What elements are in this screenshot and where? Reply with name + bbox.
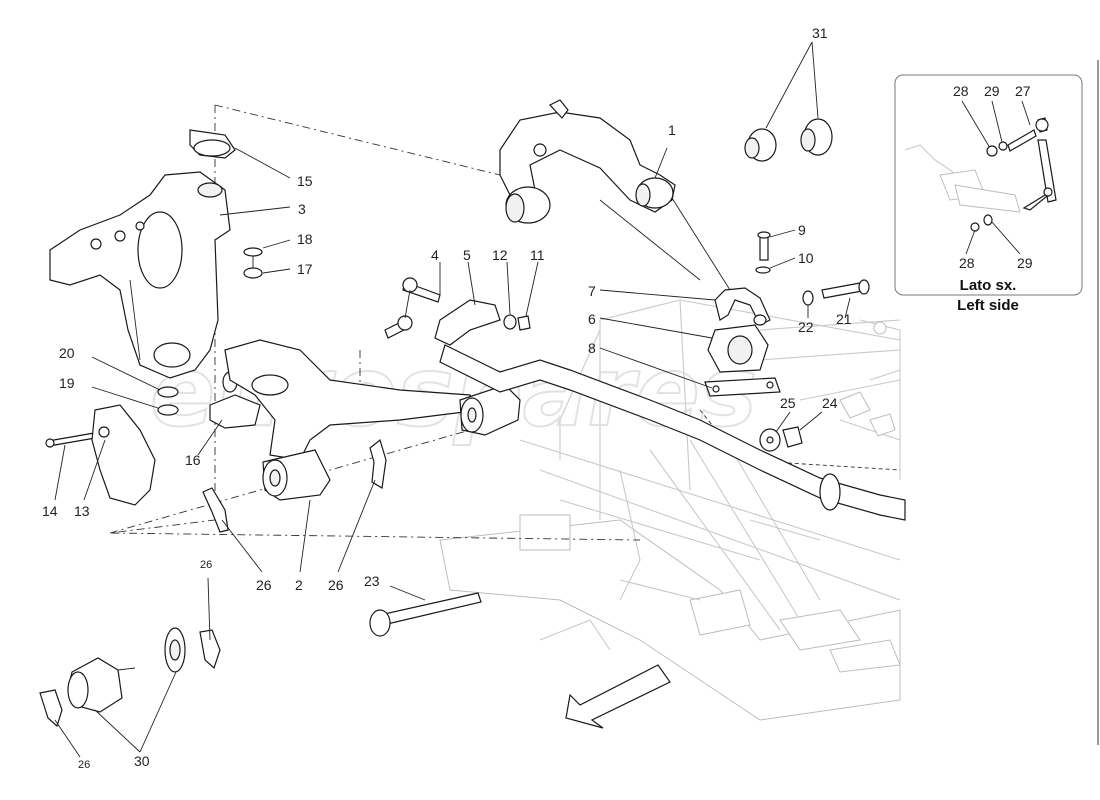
part-7-bracket xyxy=(714,287,771,326)
callout-25: 25 xyxy=(780,395,796,411)
stabilizer-bar xyxy=(439,344,906,521)
inset-title-italian: Lato sx. xyxy=(960,277,1017,294)
part-3-hub-carrier xyxy=(49,171,231,379)
callout-26-right: 26 xyxy=(328,577,344,593)
part-26-clips xyxy=(39,438,387,728)
inset-callout-28-bottom: 28 xyxy=(959,255,975,271)
part-22-washer xyxy=(802,290,814,306)
part-23-bolt xyxy=(369,592,482,637)
inset-left-side: 28 29 27 28 29 Lato sx. Left side xyxy=(894,74,1083,314)
callout-24: 24 xyxy=(822,395,838,411)
part-4-stabilizer-link xyxy=(384,277,441,339)
callout-4: 4 xyxy=(431,247,439,263)
part-24-nut xyxy=(782,426,803,448)
callout-14: 14 xyxy=(42,503,58,519)
parts-17-18-washers xyxy=(243,247,263,279)
callout-15: 15 xyxy=(297,173,313,189)
callout-19: 19 xyxy=(59,375,75,391)
callout-20: 20 xyxy=(59,345,75,361)
part-21-bolt xyxy=(821,279,870,299)
part-15-clamp xyxy=(189,129,236,159)
chassis-frame-background xyxy=(439,299,901,721)
callout-9: 9 xyxy=(798,222,806,238)
parts-11-12-nut-washer xyxy=(503,314,531,331)
leader-lines xyxy=(54,41,851,758)
callout-23: 23 xyxy=(364,573,380,589)
callout-17: 17 xyxy=(297,261,313,277)
part-1-upper-control-arm xyxy=(499,99,676,224)
callout-21: 21 xyxy=(836,311,852,327)
part-13-shield xyxy=(91,404,156,506)
inset-title-english: Left side xyxy=(957,297,1019,314)
callout-7: 7 xyxy=(588,283,596,299)
callout-8: 8 xyxy=(588,340,596,356)
callout-6: 6 xyxy=(588,311,596,327)
bracket-rear-right xyxy=(839,391,896,437)
callout-31: 31 xyxy=(812,25,828,41)
part-9-bolt xyxy=(757,231,771,261)
part-25-washer xyxy=(759,428,781,452)
inset-callout-27: 27 xyxy=(1015,83,1031,99)
callout-11: 11 xyxy=(530,247,545,263)
callout-26-lower: 26 xyxy=(78,759,90,771)
part-31-bushings xyxy=(744,118,833,162)
direction-arrow xyxy=(565,664,671,729)
callout-13: 13 xyxy=(74,503,90,519)
part-2-lower-control-arm xyxy=(224,339,521,501)
callout-22: 22 xyxy=(798,319,814,335)
callout-10: 10 xyxy=(798,250,814,266)
part-6-bushing xyxy=(707,324,769,373)
callout-numbers: 1 2 3 4 5 6 7 8 9 10 11 12 13 14 15 16 1… xyxy=(42,25,852,771)
part-10-washer xyxy=(755,266,771,274)
callout-30: 30 xyxy=(134,753,150,769)
callout-12: 12 xyxy=(492,247,508,263)
callout-3: 3 xyxy=(298,201,306,217)
callout-26-left: 26 xyxy=(256,577,272,593)
inset-callout-29-top: 29 xyxy=(984,83,1000,99)
part-8-plate xyxy=(704,377,781,397)
callout-2: 2 xyxy=(295,577,303,593)
callout-1: 1 xyxy=(668,122,676,138)
inset-link-rod xyxy=(904,117,1057,232)
inset-callout-29-bottom: 29 xyxy=(1017,255,1033,271)
callout-5: 5 xyxy=(463,247,471,263)
parts-19-20-washers xyxy=(157,386,179,416)
callout-26-upper: 26 xyxy=(200,559,212,571)
callout-16: 16 xyxy=(185,452,201,468)
inset-callout-28-top: 28 xyxy=(953,83,969,99)
part-30-bushing xyxy=(67,627,186,713)
callout-18: 18 xyxy=(297,231,313,247)
